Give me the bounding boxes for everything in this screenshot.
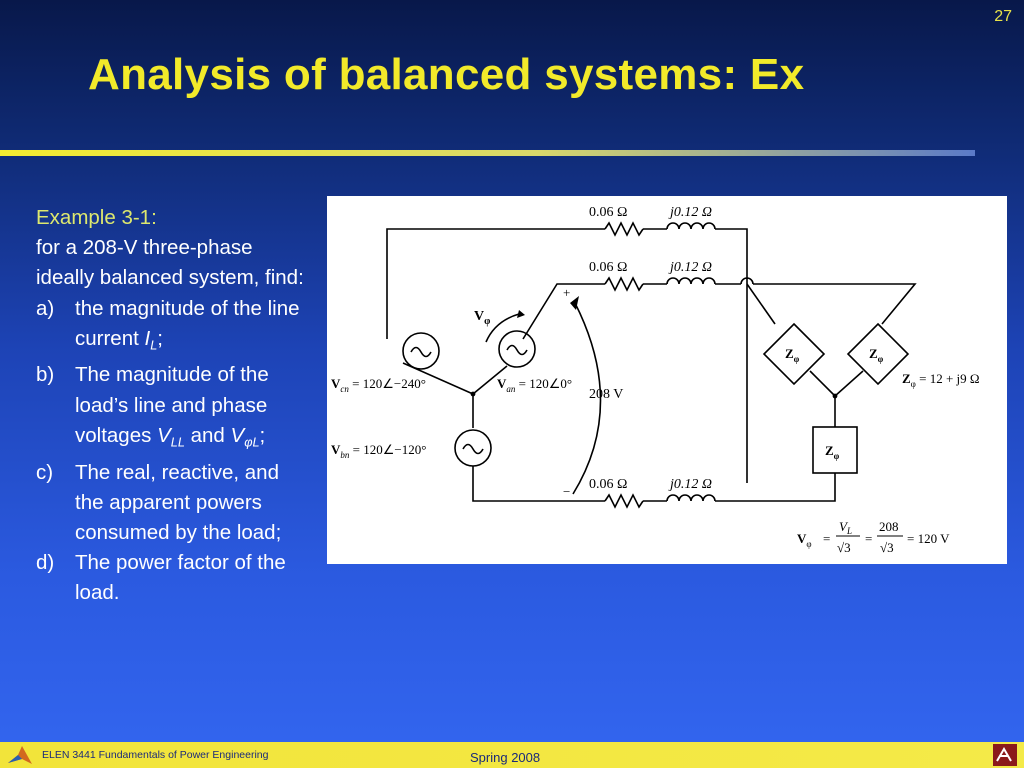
question-list: a) the magnitude of the line current IL;… <box>36 294 311 609</box>
eq-result: = 120 V <box>907 531 950 546</box>
matlab-logo-icon <box>8 746 32 764</box>
eq-num2: 208 <box>879 519 899 534</box>
wire <box>746 283 776 325</box>
eq-den1: √3 <box>837 540 851 555</box>
label-r3: 0.06 Ω <box>589 477 627 492</box>
circuit-figure: 0.06 Ω j0.12 Ω 0.06 Ω j0.12 Ω 0.06 Ω j0.… <box>327 196 1007 564</box>
footer-bar <box>0 742 1024 768</box>
item-var2: V <box>230 423 245 447</box>
label-van: Van = 120∠0° <box>497 376 572 394</box>
resistor-r2 <box>604 276 644 292</box>
title-divider <box>0 150 975 156</box>
eq-equals: = <box>823 531 830 546</box>
item-text: The real, reactive, and the apparent pow… <box>75 460 282 544</box>
item-mid: and <box>184 423 231 447</box>
load-impedance-left <box>762 322 826 386</box>
item-var: I <box>144 326 151 350</box>
label-plus-top: + <box>563 285 570 300</box>
question-item-b: b) The magnitude of the load’s line and … <box>36 360 311 457</box>
label-zload-right: Zφ <box>869 346 884 364</box>
item-marker: d) <box>36 551 55 575</box>
label-zload-left: Zφ <box>785 346 800 364</box>
example-label: Example 3-1: <box>36 206 157 229</box>
eq-den2: √3 <box>880 540 894 555</box>
label-minus-bottom: − <box>563 484 570 499</box>
item-marker: a) <box>36 296 55 320</box>
label-zphi-value: Zφ = 12 + j9 Ω <box>902 371 980 389</box>
label-vphi: Vφ <box>474 309 490 327</box>
eq-num1: VL <box>839 519 852 536</box>
label-x2: j0.12 Ω <box>668 260 712 275</box>
item-suffix: ; <box>259 423 266 447</box>
inductor-x1 <box>666 222 716 230</box>
wire <box>809 370 836 397</box>
wave <box>462 443 484 455</box>
question-item-a: a) the magnitude of the line current IL; <box>36 294 311 361</box>
phasor-arrow <box>485 313 520 343</box>
question-item-d: d) The power factor of the load. <box>36 548 311 608</box>
university-logo-icon <box>993 744 1017 766</box>
item-text: The power factor of the load. <box>75 551 286 605</box>
item-var: V <box>157 423 171 447</box>
wire-line-c <box>386 228 605 339</box>
wire <box>472 365 508 395</box>
label-x3: j0.12 Ω <box>668 477 712 492</box>
resistor-r3 <box>604 493 644 509</box>
arrow-head <box>570 296 579 310</box>
wire-line-a <box>522 283 605 340</box>
item-marker: b) <box>36 363 55 387</box>
eq-lhs: Vφ <box>797 531 812 549</box>
label-x1: j0.12 Ω <box>668 205 712 220</box>
node-load <box>832 393 838 399</box>
phase-voltage-equation: Vφ = VL √3 = 208 √3 = 120 V <box>797 519 950 555</box>
question-item-c: c) The real, reactive, and the apparent … <box>36 458 311 549</box>
eq-equals-2: = <box>865 531 872 546</box>
voltage-arc <box>572 302 602 495</box>
label-line-voltage: 208 V <box>589 387 623 402</box>
wire-crossover <box>740 277 754 285</box>
item-marker: c) <box>36 460 54 484</box>
wire <box>715 228 748 483</box>
circuit-diagram: 0.06 Ω j0.12 Ω 0.06 Ω j0.12 Ω 0.06 Ω j0.… <box>331 205 980 555</box>
label-r1: 0.06 Ω <box>589 205 627 220</box>
slide-number: 27 <box>994 8 1012 25</box>
node-source <box>470 391 476 397</box>
item-text: The magnitude of the load’s line and pha… <box>75 363 269 447</box>
term-label: Spring 2008 <box>470 750 541 765</box>
item-sub: LL <box>170 434 185 450</box>
source-van <box>498 330 536 368</box>
item-text: the magnitude of the line current <box>75 296 300 350</box>
label-zload-bottom: Zφ <box>825 443 840 461</box>
source-vcn <box>402 332 440 370</box>
inductor-x2 <box>666 277 716 285</box>
wave <box>506 344 528 356</box>
label-vcn: Vcn = 120∠−240° <box>331 376 426 394</box>
resistor-r1 <box>604 221 644 237</box>
example-text-panel: Example 3-1: for a 208-V three-phase ide… <box>36 203 311 609</box>
wire <box>753 283 917 325</box>
wire-line-b <box>472 466 605 502</box>
example-intro: for a 208-V three-phase ideally balanced… <box>36 236 304 290</box>
load-impedance-bottom <box>812 426 858 474</box>
wire <box>715 473 836 502</box>
label-r2: 0.06 Ω <box>589 260 627 275</box>
item-sub: L <box>150 337 158 353</box>
course-name: ELEN 3441 Fundamentals of Power Engineer… <box>42 749 269 761</box>
arrow-head <box>517 310 525 318</box>
wire <box>834 370 864 397</box>
inductor-x3 <box>666 494 716 502</box>
wave <box>410 346 432 358</box>
load-impedance-right <box>846 322 910 386</box>
slide-title: Analysis of balanced systems: Ex <box>88 50 805 99</box>
label-vbn: Vbn = 120∠−120° <box>331 442 426 460</box>
item-suffix: ; <box>157 326 163 350</box>
item-sub2: φL <box>244 434 260 450</box>
